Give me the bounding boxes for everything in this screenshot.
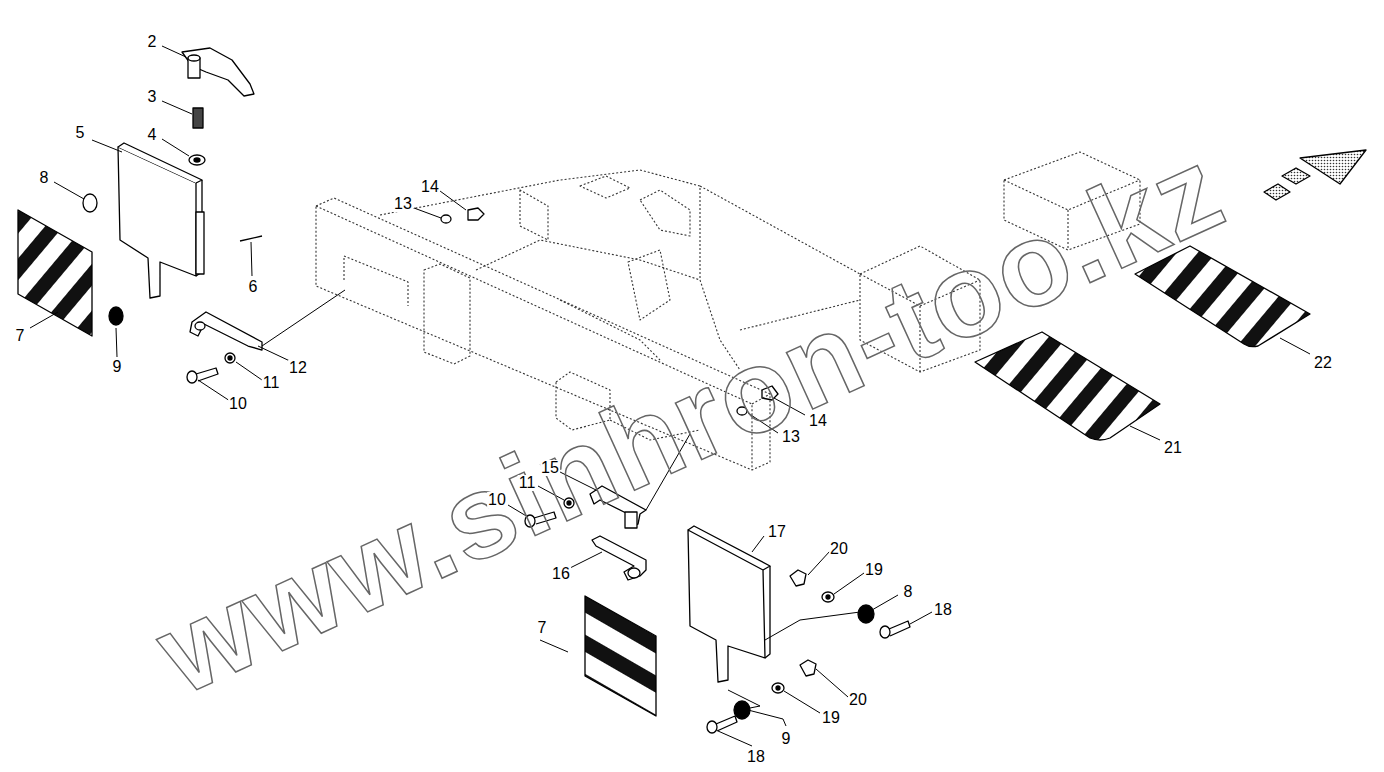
callout-number: 13 xyxy=(781,429,801,445)
callout-number: 6 xyxy=(248,279,259,295)
callout-number: 20 xyxy=(829,541,849,557)
callout-number: 11 xyxy=(262,375,281,391)
callout-number: 7 xyxy=(15,328,26,344)
callout-number: 21 xyxy=(1163,440,1183,456)
callout-number: 8 xyxy=(39,170,50,186)
callout-number: 11 xyxy=(518,475,537,491)
callout-number: 12 xyxy=(288,360,308,376)
callout-number: 15 xyxy=(540,460,560,476)
callout-number: 20 xyxy=(848,692,868,708)
callout-number: 18 xyxy=(746,749,766,765)
callout-number: 9 xyxy=(112,359,123,375)
callout-number: 4 xyxy=(147,127,158,143)
callout-number: 7 xyxy=(537,620,548,636)
callout-number: 22 xyxy=(1313,355,1333,371)
callout-number: 18 xyxy=(933,602,953,618)
callout-number: 13 xyxy=(393,196,413,212)
callout-number: 9 xyxy=(781,731,792,747)
callout-number: 8 xyxy=(903,584,914,600)
callout-number: 16 xyxy=(551,566,571,582)
callout-number: 3 xyxy=(147,89,158,105)
callout-number: 14 xyxy=(420,179,440,195)
callout-number: 10 xyxy=(487,492,507,508)
callout-number: 2 xyxy=(147,34,158,50)
callout-number: 14 xyxy=(808,413,828,429)
callout-number: 10 xyxy=(228,396,248,412)
callout-number: 19 xyxy=(864,562,884,578)
callout-number: 19 xyxy=(821,710,841,726)
callout-number: 17 xyxy=(767,524,787,540)
callout-number: 5 xyxy=(75,125,86,141)
